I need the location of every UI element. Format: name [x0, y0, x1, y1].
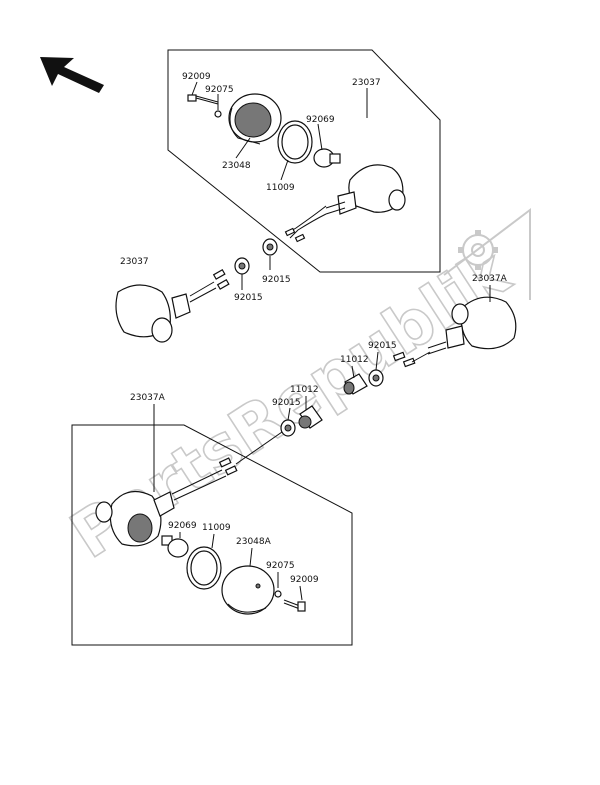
label-92015-b: 92015 — [262, 275, 291, 285]
lower-bushing — [298, 405, 323, 429]
right-grommet-a — [368, 369, 384, 387]
lower-grommet — [280, 419, 296, 437]
upper-gasket — [277, 120, 313, 164]
left-grommet-a — [234, 257, 250, 275]
label-92069-upper: 92069 — [306, 115, 335, 125]
upper-bulb — [313, 148, 341, 168]
label-11012-b: 11012 — [290, 385, 319, 395]
label-92075-lower: 92075 — [266, 561, 295, 571]
right-signal-front — [392, 296, 517, 368]
label-11009-lower: 11009 — [202, 523, 231, 533]
label-92009-lower: 92009 — [290, 575, 319, 585]
label-23037-left: 23037 — [120, 257, 149, 267]
lower-gasket — [186, 546, 222, 590]
watermark-frame — [443, 207, 531, 300]
left-signal-front — [115, 268, 230, 343]
label-23037A-lower: 23037A — [130, 393, 166, 403]
label-23037-upper: 23037 — [352, 78, 381, 88]
lower-lens-cover — [221, 565, 275, 615]
label-23048A-lower: 23048A — [236, 537, 272, 547]
label-92015-d: 92015 — [272, 398, 301, 408]
label-92015-a: 92015 — [234, 293, 263, 303]
label-23037A-right: 23037A — [472, 274, 508, 284]
label-92009-upper: 92009 — [182, 72, 211, 82]
gear-icon — [458, 230, 498, 270]
upper-housing — [284, 164, 406, 243]
lower-bulb — [161, 535, 189, 558]
right-bushing-a — [343, 373, 368, 395]
label-11009-upper: 11009 — [266, 183, 295, 193]
lower-assembly-frame — [71, 424, 353, 646]
label-92069-lower: 92069 — [168, 521, 197, 531]
left-grommet-b — [262, 238, 278, 256]
label-11012-a: 11012 — [340, 355, 369, 365]
lower-housing — [95, 431, 283, 547]
lower-screw — [274, 590, 306, 612]
label-92075-upper: 92075 — [205, 85, 234, 95]
upper-screw — [187, 94, 222, 118]
upper-lens-cover — [228, 93, 282, 145]
label-92015-c: 92015 — [368, 341, 397, 351]
label-23048-upper: 23048 — [222, 161, 251, 171]
upper-assembly-frame — [167, 49, 441, 273]
direction-arrow-icon — [40, 57, 104, 93]
